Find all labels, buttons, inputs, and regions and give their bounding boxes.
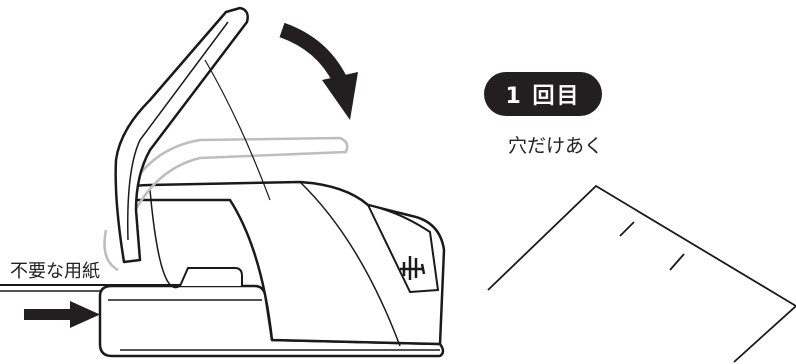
punched-sheet bbox=[487, 184, 796, 363]
punch-hole-1 bbox=[619, 221, 635, 237]
machine-body bbox=[98, 180, 446, 358]
step-badge: 1 回目 bbox=[484, 72, 602, 116]
punch-hole-2 bbox=[669, 253, 685, 271]
arrow-right-icon bbox=[24, 301, 100, 328]
punch-mark-icon bbox=[400, 256, 426, 280]
step-caption: 穴だけあく bbox=[508, 135, 604, 157]
sheet-outline bbox=[487, 184, 796, 363]
lever-raised bbox=[114, 6, 271, 264]
waste-paper-label: 不要な用紙 bbox=[10, 261, 100, 282]
curved-arrow-down-icon bbox=[279, 22, 358, 120]
lever-ghost bbox=[103, 136, 349, 272]
